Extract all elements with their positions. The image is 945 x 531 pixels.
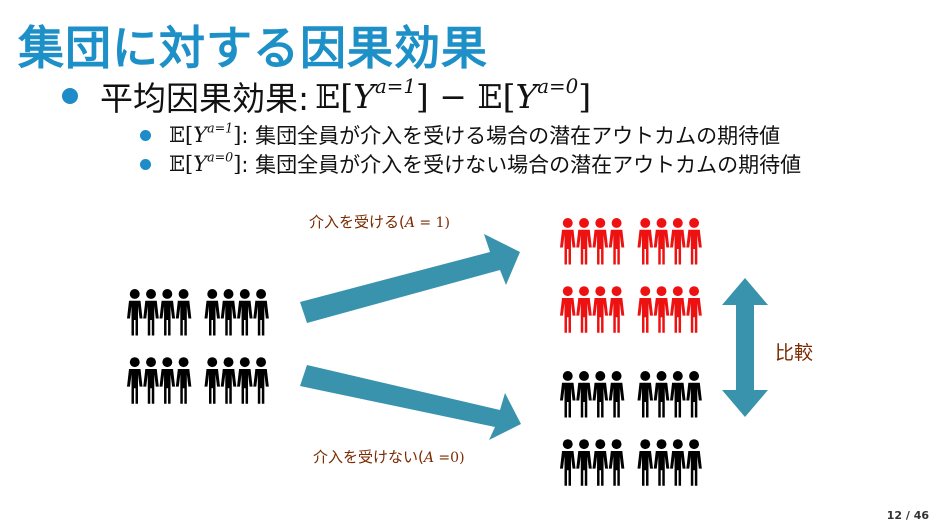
main-bullet: 平均因果効果: 𝔼[Ya=1] − 𝔼[Ya=0] — [62, 72, 591, 120]
sub-bullet-treated: 𝔼[Ya=1] : 集団全員が介入を受ける場合の潜在アウトカムの期待値 — [140, 120, 780, 150]
main-bullet-formula: 𝔼[Ya=1] − 𝔼[Ya=0] — [315, 74, 592, 116]
treated-caption: 介入を受ける(A = 1) — [309, 213, 450, 231]
double-arrow-icon — [722, 278, 768, 417]
sub-bullet-text: : 集団全員が介入を受けない場合の潜在アウトカムの期待値 — [241, 153, 802, 177]
untreated-caption: 介入を受けない(A =0) — [313, 448, 465, 466]
sub-bullet-formula: 𝔼[Ya=1] — [169, 120, 242, 147]
group-treated — [560, 218, 702, 333]
compare-label: 比較 — [775, 342, 814, 364]
group-original — [127, 289, 269, 404]
bullet-dot — [140, 158, 151, 170]
slide-title: 集団に対する因果効果 — [18, 21, 488, 75]
sub-bullet-untreated: 𝔼[Ya=0] : 集団全員が介入を受けない場合の潜在アウトカムの期待値 — [140, 149, 801, 179]
main-bullet-label: 平均因果効果: — [100, 79, 310, 118]
sub-bullet-text: : 集団全員が介入を受ける場合の潜在アウトカムの期待値 — [241, 124, 781, 148]
page-number: 12 / 46 — [886, 509, 929, 522]
bullet-dot — [62, 88, 78, 104]
arrow-right-icon — [300, 234, 520, 323]
group-untreated — [560, 371, 702, 486]
arrow-right-icon — [300, 365, 521, 440]
bullet-dot — [140, 129, 151, 141]
sub-bullet-formula: 𝔼[Ya=0] — [169, 149, 242, 176]
